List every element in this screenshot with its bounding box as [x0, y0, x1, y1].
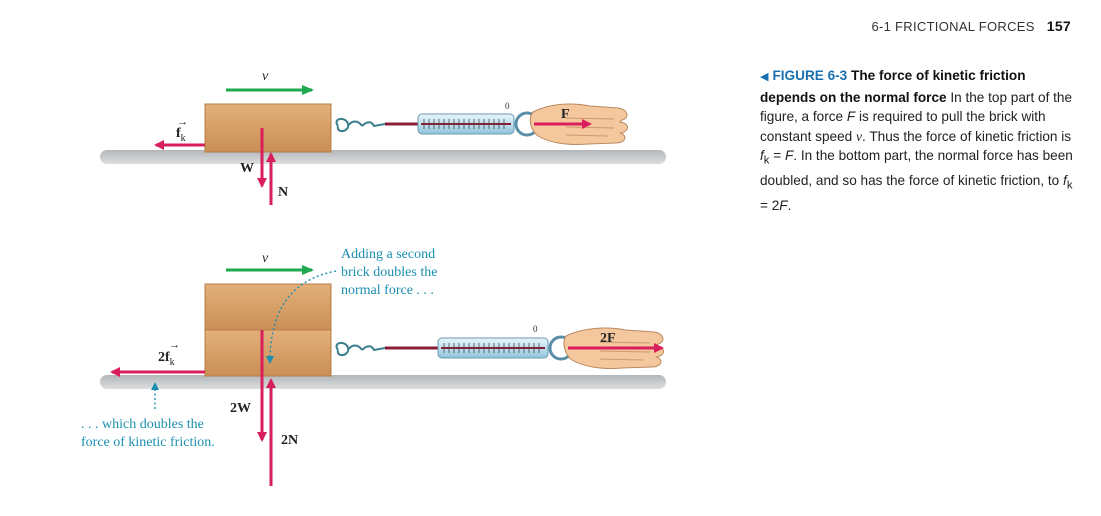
caption-sub-k2: k	[1066, 179, 1073, 192]
top-hook	[335, 118, 386, 132]
bottom-note-top-line2: brick doubles the	[341, 265, 437, 280]
bottom-hook	[335, 342, 386, 356]
bottom-surface	[100, 375, 666, 389]
top-brick	[204, 103, 332, 153]
bottom-velocity-label: v	[262, 251, 269, 266]
caption-var-fk: f	[760, 148, 764, 163]
top-friction-label: fk	[176, 126, 186, 144]
caption-sub-k: k	[763, 154, 770, 167]
caption-body-3: . Thus the force of kinetic friction is	[862, 128, 1072, 144]
figure-label: FIGURE 6-3	[772, 68, 848, 83]
page-number: 157	[1046, 18, 1071, 34]
caption-var-v: v	[855, 128, 863, 144]
caption-var-F3: F	[779, 198, 788, 214]
bottom-friction-label: 2fk	[158, 350, 175, 368]
bottom-brick-lower	[204, 329, 332, 377]
top-scale-zero: 0	[505, 101, 510, 111]
caption-body-2: is required to pull the brick with const…	[760, 109, 1046, 144]
top-figure: v fk → W N 0 F	[100, 69, 666, 205]
figure-caption: ◀FIGURE 6-3 The force of kinetic frictio…	[760, 66, 1080, 216]
top-pull-label: F	[561, 107, 570, 122]
caption-body-6: = 2	[760, 198, 780, 214]
bottom-pull-label: 2F	[600, 331, 616, 346]
caption-var-F2: F	[784, 148, 794, 163]
top-friction-vec-mark: →	[177, 116, 188, 128]
bottom-note-top-pointer	[266, 270, 337, 364]
caption-body-1: In the top part of the figure, a force	[760, 89, 1073, 125]
bottom-note-top-line3: normal force . . .	[341, 283, 434, 298]
top-velocity-label: v	[262, 69, 269, 84]
caption-body-5: . In the bottom part, the normal force h…	[760, 148, 1073, 189]
bottom-friction-vec-mark: →	[169, 339, 180, 351]
bottom-note-bottom-line2: force of kinetic friction.	[81, 435, 215, 450]
section-title: 6-1 FRICTIONAL FORCES	[871, 19, 1035, 34]
caption-body-7: .	[787, 198, 792, 214]
bottom-note-bottom-line1: . . . which doubles the	[81, 417, 204, 432]
top-normal-label: N	[278, 185, 288, 200]
bottom-figure: v 2fk → 2W 2N 0 2	[81, 247, 666, 486]
bottom-weight-label: 2W	[230, 401, 251, 416]
caption-arrow-icon: ◀	[760, 71, 769, 83]
bottom-scale-zero: 0	[533, 324, 538, 334]
bottom-brick-upper	[204, 283, 332, 331]
bottom-note-top-line1: Adding a second	[341, 247, 435, 262]
caption-body-4: =	[769, 148, 785, 163]
top-weight-label: W	[240, 161, 254, 176]
top-surface	[100, 150, 666, 164]
page-header: 6-1 FRICTIONAL FORCES 157	[871, 18, 1071, 34]
caption-var-fk2: f	[1063, 173, 1067, 189]
figure-title: The force of kinetic friction depends on…	[760, 68, 1026, 105]
caption-var-F: F	[846, 109, 856, 124]
bottom-normal-label: 2N	[281, 433, 298, 448]
